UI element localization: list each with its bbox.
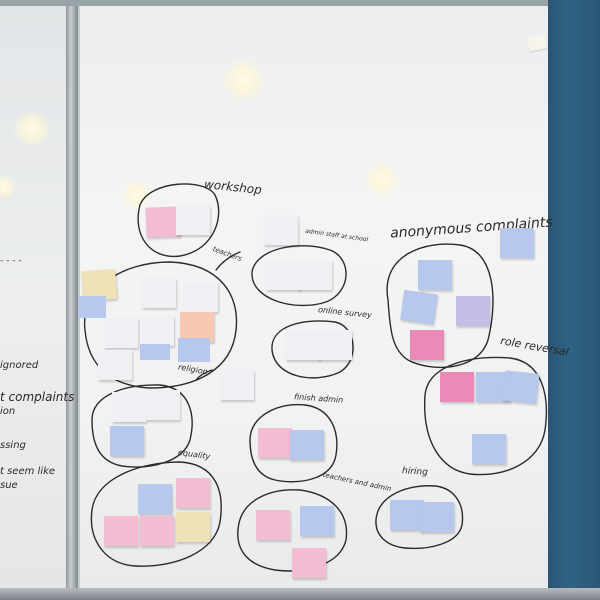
light-reflection (365, 162, 399, 196)
sticky-note (146, 390, 180, 420)
sticky-note (298, 260, 332, 290)
sticky-note (456, 296, 490, 326)
sticky-note (440, 372, 474, 402)
note-shadow (178, 338, 210, 362)
sticky-note (104, 516, 138, 546)
sticky-note (176, 205, 210, 235)
sticky-note (264, 215, 298, 245)
sticky-note (180, 312, 214, 342)
left-text: t complaints (0, 390, 75, 404)
sticky-note (142, 278, 176, 308)
sticky-note (420, 502, 454, 532)
sticky-note (258, 428, 292, 458)
whiteboard-frame-divider (66, 0, 78, 600)
sticky-note (112, 392, 146, 422)
sticky-note (220, 370, 254, 400)
sticky-note (318, 330, 352, 360)
sticky-note (110, 426, 144, 456)
sticky-note (176, 478, 210, 508)
sticky-note (98, 350, 132, 380)
sticky-note (418, 260, 452, 290)
left-text: ion (0, 406, 16, 417)
note-shadow (140, 344, 170, 360)
blue-wall (548, 0, 600, 600)
sticky-note (140, 516, 174, 546)
circle-hiring (375, 485, 464, 550)
left-text: sue (0, 480, 18, 491)
left-text: ignored (0, 360, 39, 371)
sticky-note (410, 330, 444, 360)
connector-line (215, 251, 241, 271)
circle-admin (251, 245, 347, 307)
circle-teachers-admin (237, 489, 348, 572)
left-text: ssing (0, 440, 26, 451)
circle-teachers (83, 261, 238, 389)
circle-equality (90, 461, 222, 567)
circle-religion (91, 384, 193, 468)
circle-online (271, 320, 354, 379)
left-whiteboard-panel (0, 0, 68, 590)
sticky-note (290, 430, 324, 460)
light-reflection (0, 175, 16, 199)
sticky-note (286, 330, 320, 360)
sticky-note (390, 500, 424, 530)
label-hiring: hiring (401, 466, 429, 478)
sticky-note (176, 512, 210, 542)
sticky-note (104, 318, 138, 348)
sticky-note (140, 316, 174, 346)
top-rail (0, 0, 548, 6)
sticky-note (256, 510, 290, 540)
sticky-note (300, 506, 334, 536)
marker-tray (0, 588, 600, 600)
circle-workshop (137, 183, 220, 258)
left-text: t seem like (0, 466, 56, 477)
circle-anonymous (386, 243, 494, 369)
connector-line (195, 369, 213, 381)
circle-role-reversal (423, 356, 548, 476)
note-shadow (78, 296, 106, 318)
sticky-note (472, 434, 506, 464)
circle-finish-admin (249, 403, 338, 483)
light-reflection (12, 112, 52, 146)
sticky-note (292, 548, 326, 578)
sticky-note (184, 282, 218, 312)
light-reflection (222, 58, 266, 102)
sticky-note (266, 260, 300, 290)
sticky-note (138, 484, 172, 514)
left-dashes: - - - - (0, 256, 22, 266)
sticky-note (400, 289, 438, 325)
sticky-note (500, 228, 534, 258)
sticky-note (502, 370, 540, 404)
